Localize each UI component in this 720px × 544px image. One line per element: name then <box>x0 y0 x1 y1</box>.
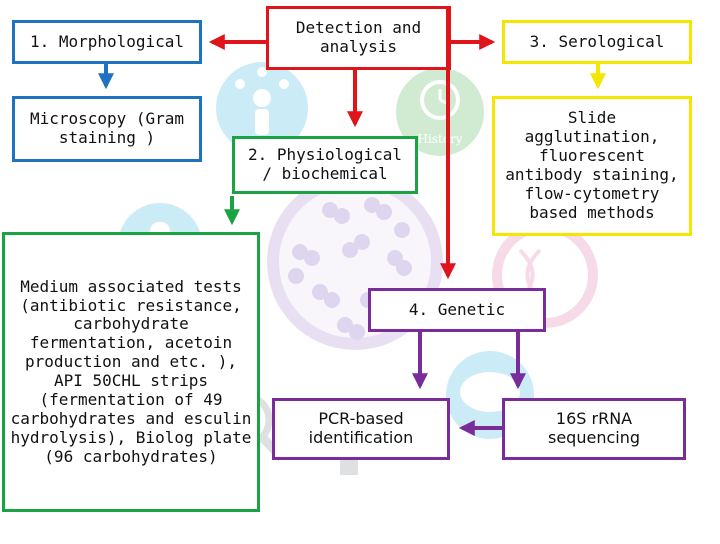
node-physiological-methods: Medium associated tests (antibiotic resi… <box>2 232 260 512</box>
node-detection-analysis: Detection and analysis <box>266 6 451 70</box>
node-physiological: 2. Physiological / biochemical <box>232 136 418 194</box>
node-16s-rrna: 16S rRNA sequencing <box>502 398 686 460</box>
node-microscopy: Microscopy (Gram staining ) <box>12 96 202 162</box>
node-genetic: 4. Genetic <box>368 288 546 332</box>
node-serological-methods: Slide agglutination, fluorescent antibod… <box>492 96 692 236</box>
node-pcr: PCR-based identification <box>272 398 450 460</box>
node-serological: 3. Serological <box>502 20 692 64</box>
node-morphological: 1. Morphological <box>12 20 202 64</box>
history-clock-icon: History <box>396 68 484 156</box>
history-text: History <box>417 132 462 146</box>
juggler-icon <box>216 62 308 154</box>
